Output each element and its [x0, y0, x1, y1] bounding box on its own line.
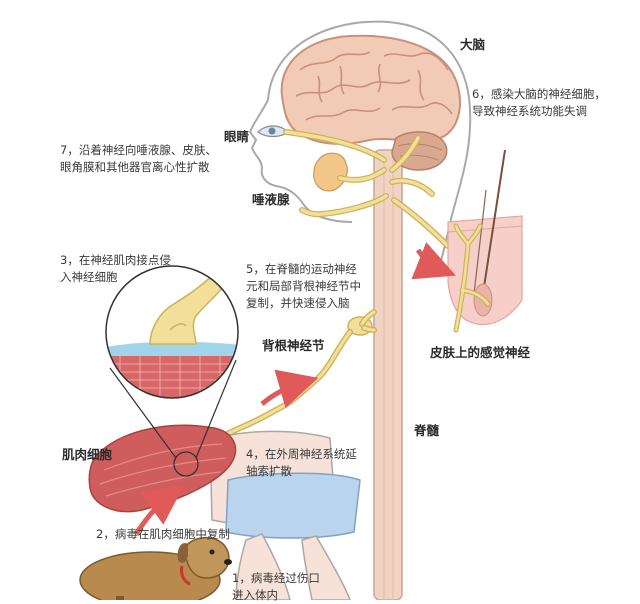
- step-1-line-1: 1，病毒经过伤口: [232, 571, 320, 585]
- step-3-text: 3，在神经肌肉接点侵 入神经细胞: [60, 252, 171, 286]
- step-7-line-2: 眼角膜和其他器官离心性扩散: [60, 160, 210, 174]
- shorts-shape: [225, 472, 361, 539]
- step-4-text: 4，在外周神经系统延 轴索扩散: [246, 446, 357, 480]
- step-5-line-3: 复制，并快速侵入脑: [246, 296, 350, 310]
- face-profile: [248, 99, 353, 223]
- step-5-text: 5，在脊髓的运动神经 元和局部背根神经节中 复制，并快速侵入脑: [246, 261, 361, 312]
- muscle-cell-label: 肌肉细胞: [62, 447, 113, 462]
- junction-focus-circle: [173, 451, 199, 477]
- step-3-line-2: 入神经细胞: [60, 270, 118, 284]
- step-2-text: 2，病毒在肌肉细胞中复制: [96, 526, 230, 543]
- step-6-line-1: 6，感染大脑的神经细胞，: [472, 87, 606, 101]
- spinal-cord-label: 脊髓: [414, 423, 440, 438]
- step-7-line-1: 7，沿着神经向唾液腺、皮肤、: [60, 143, 217, 157]
- salivary-gland-label: 唾液腺: [252, 192, 290, 207]
- step-1-line-2: 进入体内: [232, 588, 278, 602]
- salivary-gland-shape: [313, 152, 348, 192]
- head-outline: [267, 20, 472, 266]
- step-5-line-1: 5，在脊髓的运动神经: [246, 262, 357, 276]
- hair-strand: [481, 149, 506, 301]
- step-6-line-2: 导致神经系统功能失调: [472, 104, 587, 118]
- brain-label: 大脑: [460, 37, 486, 52]
- step-5-line-2: 元和局部背根神经节中: [246, 279, 361, 293]
- skin-nerve-label: 皮肤上的感觉神经: [430, 345, 531, 360]
- brain-shape: [280, 34, 461, 145]
- step-2-line-1: 2，病毒在肌肉细胞中复制: [96, 527, 230, 541]
- arrow-to-muscle: [133, 485, 185, 536]
- lower-leg-shape: [235, 533, 291, 600]
- arrow-along-nerve: [260, 369, 319, 409]
- step-6-text: 6，感染大脑的神经细胞， 导致神经系统功能失调: [472, 86, 606, 120]
- brain-folds: [295, 51, 453, 121]
- eye-label: 眼睛: [224, 129, 250, 144]
- step-4-line-1: 4，在外周神经系统延: [246, 447, 357, 461]
- spinal-cord-shape: [373, 149, 403, 600]
- step-1-text: 1，病毒经过伤口 进入体内: [232, 570, 320, 604]
- step-4-line-2: 轴索扩散: [246, 464, 292, 478]
- step-7-text: 7，沿着神经向唾液腺、皮肤、 眼角膜和其他器官离心性扩散: [60, 142, 217, 176]
- arrow-to-skin: [411, 242, 456, 280]
- dog-illustration: [79, 537, 232, 600]
- dorsal-root-ganglion-label: 背根神经节: [262, 338, 325, 353]
- step-3-line-1: 3，在神经肌肉接点侵: [60, 253, 171, 267]
